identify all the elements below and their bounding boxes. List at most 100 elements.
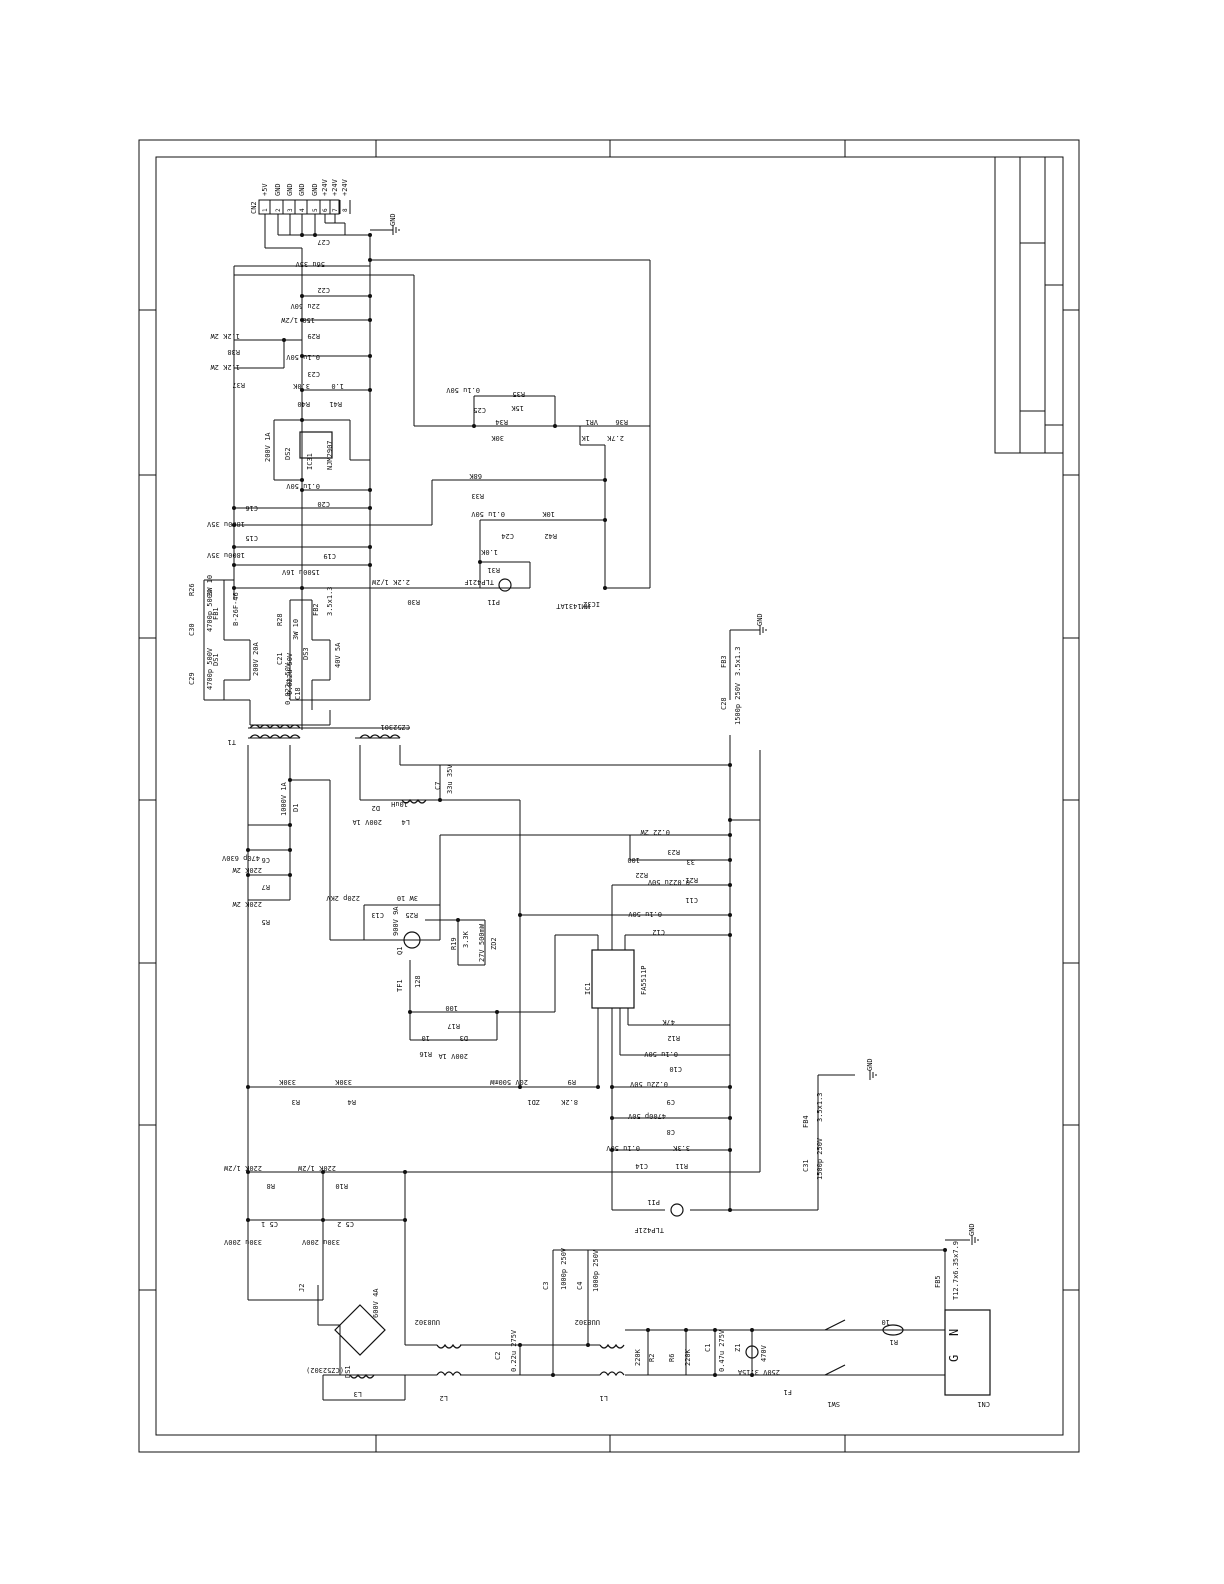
component-ref: C4	[576, 1282, 584, 1290]
component-value: 0.022u 50V	[286, 652, 294, 695]
component-ref: R31	[487, 566, 500, 574]
component-value: 3W 10	[292, 619, 300, 640]
component-value: 100	[627, 856, 640, 864]
component-ref: R41	[329, 400, 342, 408]
junction-dots	[232, 233, 947, 1377]
component-ref: DS2	[284, 447, 292, 460]
component-value: 40V 5A	[334, 642, 342, 668]
junction-dot	[408, 1010, 412, 1014]
junction-dot	[232, 545, 236, 549]
component-ref: R38	[227, 348, 240, 356]
junction-dot	[728, 1148, 732, 1152]
component-value: 1000V 1A	[280, 781, 288, 816]
junction-dot	[728, 913, 732, 917]
junction-dot	[288, 823, 292, 827]
component-ref: ZD2	[490, 937, 498, 950]
cn2-pin-label: GND	[298, 183, 306, 196]
component-value: (CZ52302)	[306, 1366, 344, 1374]
component-ref: FB2	[312, 603, 320, 616]
component-ref: R1	[890, 1338, 898, 1346]
junction-dot	[456, 918, 460, 922]
junction-dot	[403, 1170, 407, 1174]
component-ref: R2	[648, 1354, 656, 1362]
component-ref: FB4	[802, 1115, 810, 1128]
component-value: UU8302	[415, 1318, 440, 1326]
junction-dot	[246, 1170, 250, 1174]
component-value: 33u 35V	[446, 764, 454, 794]
component-ref: R4	[348, 1098, 356, 1106]
component-value: 0.1u 50V	[445, 386, 480, 394]
component-value: 47K	[662, 1018, 675, 1026]
junction-dot	[553, 424, 557, 428]
component-symbols	[249, 431, 991, 1396]
junction-dot	[246, 1085, 250, 1089]
component-ref: C19	[323, 552, 336, 560]
component-ref: C14	[635, 1162, 648, 1170]
component-ref: R19	[450, 937, 458, 950]
component-ref: TF1	[396, 979, 404, 992]
component-ref: R16	[419, 1050, 432, 1058]
junction-dot	[368, 388, 372, 392]
component-ref: R42	[544, 532, 557, 540]
component-ref: C25	[473, 406, 486, 414]
component-ref: DS1	[212, 653, 220, 666]
component-value: 1800u 35V	[206, 551, 245, 559]
component-ref: C2	[494, 1352, 502, 1360]
component-value: 1000p 250V	[560, 1247, 568, 1290]
junction-dot	[478, 560, 482, 564]
junction-dot	[713, 1328, 717, 1332]
component-ref: C18	[294, 687, 302, 700]
component-ref: T1	[228, 738, 236, 746]
junction-dot	[300, 478, 304, 482]
component-value: 220K 1/2W	[297, 1164, 336, 1172]
junction-dot	[368, 354, 372, 358]
component-ref: C3	[542, 1282, 550, 1290]
component-ref: DS3	[302, 647, 310, 660]
component-value: 1800u 35V	[206, 520, 245, 528]
component-ref: PI1	[487, 598, 500, 606]
component-value: 10	[882, 1318, 890, 1326]
component-ref: R9	[568, 1078, 576, 1086]
junction-dot	[586, 1343, 590, 1347]
component-value: 20V 500mW	[489, 1078, 528, 1086]
junction-dot	[728, 858, 732, 862]
component-ref: R25	[405, 911, 418, 919]
cn1-terminal: N	[947, 1329, 961, 1336]
cn2-pin-number: 5	[312, 208, 319, 212]
cn1-terminal: G	[947, 1355, 961, 1362]
junction-dot	[518, 1085, 522, 1089]
component-value: 150 1/2W	[280, 316, 315, 324]
component-value: 0.1u 50V	[605, 1144, 640, 1152]
junction-dot	[713, 1373, 717, 1377]
cn2-pin-number: 4	[299, 208, 306, 212]
component-ref: C12	[652, 928, 665, 936]
component-value: FA5511P	[640, 965, 648, 995]
component-value: 220K	[634, 1348, 642, 1366]
component-value: 4700p 50V	[627, 1112, 666, 1120]
component-ref: Z1	[734, 1344, 742, 1352]
component-ref: D2	[372, 804, 380, 812]
junction-dot	[246, 873, 250, 877]
component-ref: C28	[720, 697, 728, 710]
component-value: B-26F-46	[232, 592, 240, 626]
component-value: 4700p 500V	[206, 589, 214, 632]
junction-dot	[288, 778, 292, 782]
component-ref: C22	[317, 286, 330, 294]
component-value: 3W 10	[397, 894, 418, 902]
junction-dot	[646, 1328, 650, 1332]
component-ref: DS1	[344, 1365, 352, 1378]
component-ref: R12	[667, 1034, 680, 1042]
junction-dot	[750, 1373, 754, 1377]
component-ref: C29	[188, 672, 196, 685]
junction-dot	[728, 833, 732, 837]
gnd-label: GND	[968, 1223, 976, 1236]
component-ref: C24	[501, 532, 514, 540]
component-value: 100	[445, 1004, 458, 1012]
component-value: 200V 1A	[264, 432, 272, 462]
junction-dot	[246, 1218, 250, 1222]
junction-dot	[232, 586, 236, 590]
junction-dot	[368, 488, 372, 492]
component-ref: C5_2	[337, 1220, 354, 1228]
component-ref: R28	[276, 613, 284, 626]
